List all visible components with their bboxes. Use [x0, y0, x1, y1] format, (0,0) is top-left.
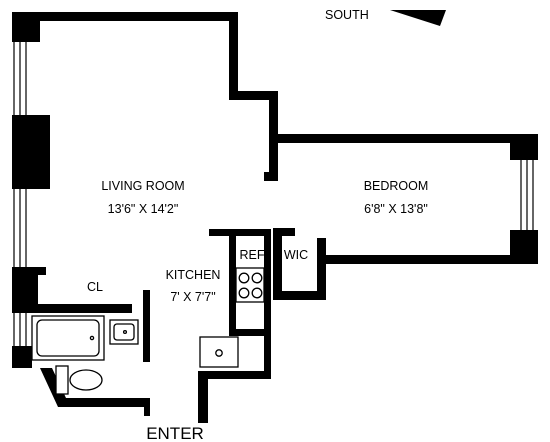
kitchen-counter-line: [229, 329, 271, 336]
wic-left-wall: [273, 228, 282, 300]
bathtub-drain-icon: [89, 335, 95, 341]
living-room-dimensions: 13'6" X 14'2": [108, 202, 179, 216]
closet-bottom-wall: [12, 304, 132, 313]
kitchen-name: KITCHEN: [166, 268, 221, 282]
room-labels: LIVING ROOM 13'6" X 14'2" BEDROOM 6'8" X…: [87, 179, 428, 442]
closet-top-stub: [12, 267, 46, 275]
bedroom-dimensions: 6'8" X 13'8": [364, 202, 428, 216]
bath-left-corner: [12, 346, 32, 368]
fridge-name: REF: [240, 248, 265, 262]
bath-right-wall: [143, 290, 150, 362]
living-step-wall: [229, 91, 278, 100]
bath-window: [13, 313, 27, 346]
living-room-name: LIVING ROOM: [101, 179, 184, 193]
living-wall-stub: [264, 172, 278, 181]
wic-top-stub: [273, 228, 295, 236]
burner-icon: [251, 287, 263, 299]
ref-left-wall: [229, 229, 236, 336]
orientation-label: SOUTH: [325, 8, 369, 22]
bedroom-name: BEDROOM: [364, 179, 429, 193]
walls: [12, 12, 538, 423]
kitchen-dimensions: 7' X 7'7": [170, 290, 215, 304]
kitchen-right-lower: [264, 329, 271, 379]
entry-right-jamb: [198, 371, 208, 423]
bedroom-top-right-corner: [510, 134, 538, 160]
bedroom-window: [520, 160, 534, 230]
top-wall: [12, 12, 238, 21]
walk-in-closet-name: WIC: [284, 248, 308, 262]
burner-icon: [238, 287, 250, 299]
bedroom-top-wall: [269, 134, 519, 143]
toilet-bowl-icon: [69, 369, 103, 391]
windows: [13, 42, 534, 346]
burner-icon: [238, 272, 250, 284]
kitchen-top-wall: [209, 229, 271, 236]
living-right-wall-upper: [229, 12, 238, 100]
kitchen-bottom-wall: [205, 371, 271, 379]
kitchen-sink-drain-icon: [215, 349, 223, 357]
bath-bottom-wall: [58, 398, 150, 407]
wic-bottom-wall: [282, 291, 326, 300]
left-window-lower: [13, 189, 27, 267]
kitchen-right-wall: [264, 236, 271, 336]
entrance-label: ENTER: [146, 424, 204, 442]
toilet-tank: [55, 365, 69, 395]
top-left-corner: [12, 12, 40, 42]
wic-right-wall: [317, 238, 326, 300]
bath-sink-drain-icon: [122, 329, 128, 335]
left-window-upper: [13, 42, 27, 115]
bedroom-bottom-wall: [317, 255, 538, 264]
closet-name: CL: [87, 280, 103, 294]
bathtub-basin: [36, 319, 100, 357]
entry-left-jamb: [144, 398, 150, 416]
south-arrow-icon: [390, 10, 446, 26]
burner-icon: [251, 272, 263, 284]
left-wall-block: [12, 115, 50, 189]
fixtures: [31, 267, 265, 395]
bath-diagonal-wall: [40, 368, 66, 407]
